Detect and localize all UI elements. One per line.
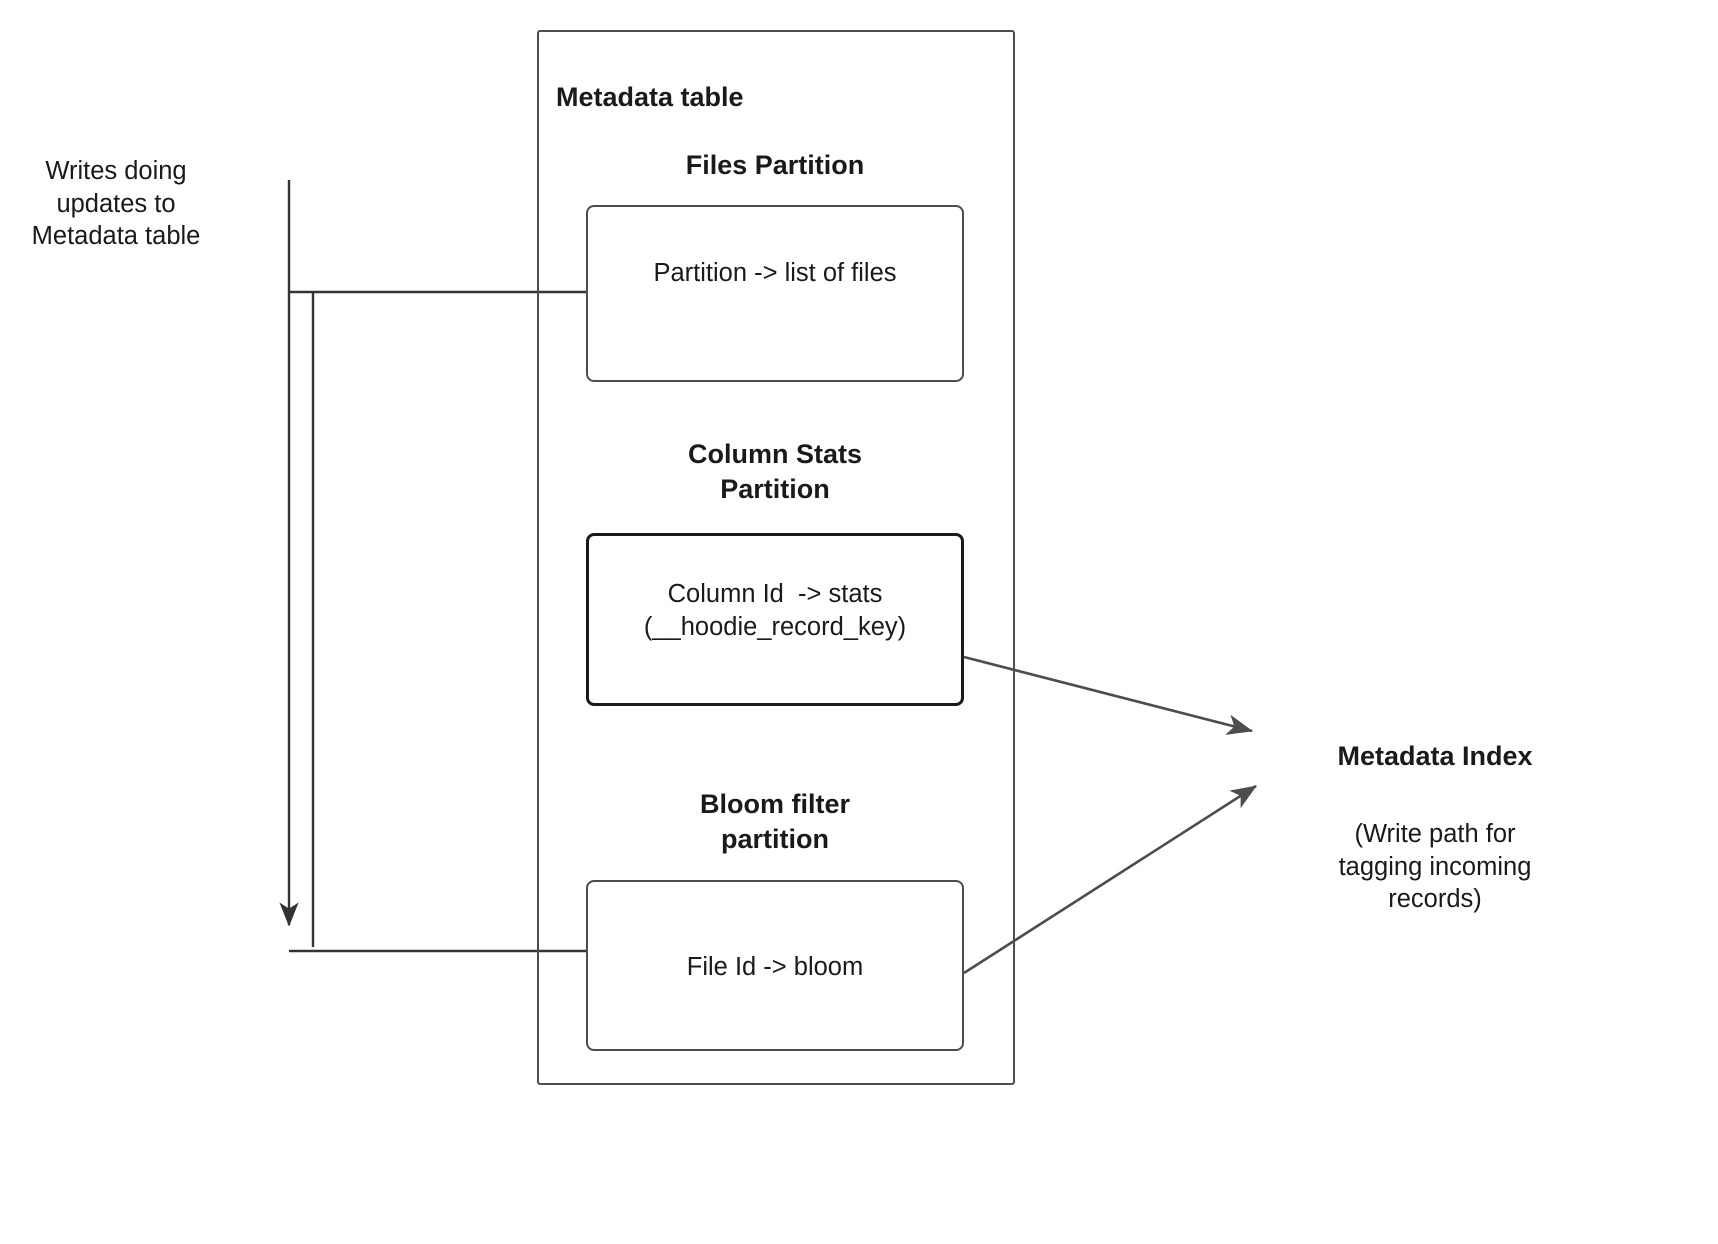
metadata-index-note: (Write path for tagging incoming records… [1338,820,1532,914]
metadata-index-title: Metadata Index [1337,741,1533,771]
column-stats-partition-heading: Column Stats Partition [687,439,862,504]
column-stats-partition-box[interactable] [586,533,964,706]
bloom-filter-partition-box[interactable] [586,880,964,1051]
files-partition-heading: Files Partition [685,150,865,180]
metadata-table-title: Metadata table [556,82,744,112]
files-partition-box-label: Partition -> list of files [653,259,897,287]
column-stats-partition-box-label: Column Id -> stats (__hoodie_record_key) [643,580,907,641]
bloom-filter-partition-heading: Bloom filter partition [699,789,850,854]
files-partition-box[interactable] [586,205,964,382]
bloom-filter-partition-box-label: File Id -> bloom [686,953,864,981]
writes-updates-label: Writes doing updates to Metadata table [31,157,201,251]
metadata-table-container [537,30,1015,1085]
